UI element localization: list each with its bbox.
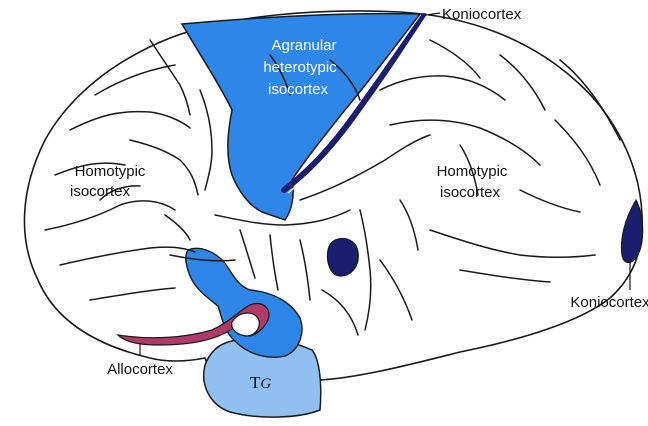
label-allocortex: Allocortex xyxy=(107,361,173,378)
label-agranular-1: Agranular xyxy=(271,37,336,54)
hippocampal-ring xyxy=(232,313,260,336)
label-tg-sub: G xyxy=(260,376,271,392)
label-tg: TG xyxy=(250,373,271,392)
label-agranular-2: heterotypic xyxy=(263,59,337,76)
label-homotypic-left-1: Homotypic xyxy=(75,163,146,180)
label-homotypic-left-2: isocortex xyxy=(70,183,131,200)
label-homotypic-right-2: isocortex xyxy=(440,184,501,201)
label-koniocortex-right: Koniocortex xyxy=(570,294,648,311)
koniocortex-occipital xyxy=(622,200,643,263)
dark-patch xyxy=(328,239,359,277)
label-koniocortex-top: Koniocortex xyxy=(442,6,522,23)
label-homotypic-right-1: Homotypic xyxy=(437,163,508,180)
label-agranular-3: isocortex xyxy=(268,81,329,98)
label-tg-main: T xyxy=(250,373,261,392)
